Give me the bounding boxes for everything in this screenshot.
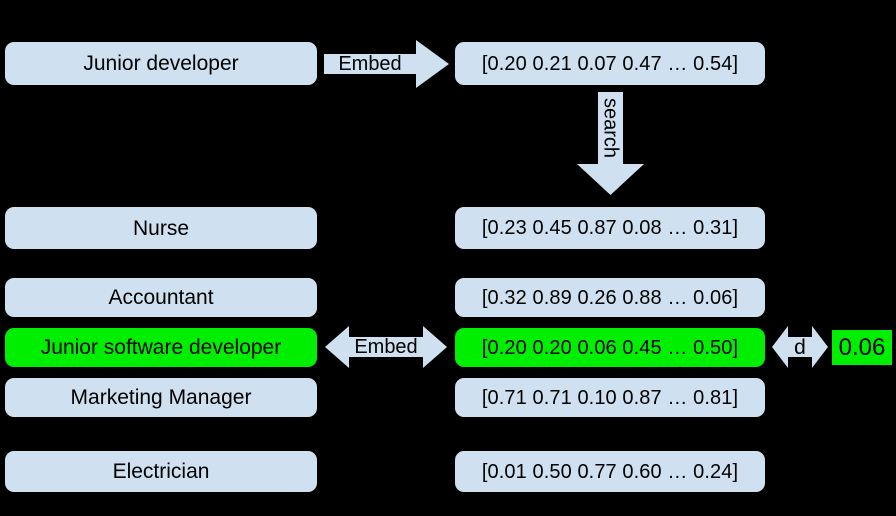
vector-box-junior-software-developer[interactable]: [0.20 0.20 0.06 0.45 … 0.50] [455,328,765,367]
arrow-down-icon [577,92,644,195]
vector-box-electrician[interactable]: [0.01 0.50 0.77 0.60 … 0.24] [455,451,765,492]
distance-value-badge: 0.06 [832,330,892,365]
embed-arrow-top[interactable]: Embed [324,40,449,88]
search-arrow[interactable]: search [577,92,644,195]
distance-arrow[interactable]: d [772,326,828,368]
label-box-nurse[interactable]: Nurse [5,207,317,249]
arrow-left-right-icon [325,326,447,368]
label-box-accountant[interactable]: Accountant [5,278,317,317]
label-box-junior-developer[interactable]: Junior developer [5,42,317,85]
vector-box-nurse[interactable]: [0.23 0.45 0.87 0.08 … 0.31] [455,207,765,249]
embed-arrow-match[interactable]: Embed [325,326,447,368]
label-box-electrician[interactable]: Electrician [5,451,317,492]
label-box-marketing-manager[interactable]: Marketing Manager [5,378,317,417]
vector-box-accountant[interactable]: [0.32 0.89 0.26 0.88 … 0.06] [455,278,765,317]
label-box-junior-software-developer[interactable]: Junior software developer [5,328,317,367]
arrow-left-right-icon [772,326,828,368]
vector-box-marketing-manager[interactable]: [0.71 0.71 0.10 0.87 … 0.81] [455,378,765,417]
arrow-right-icon [324,40,449,88]
vector-box-junior-developer[interactable]: [0.20 0.21 0.07 0.47 … 0.54] [455,42,765,85]
